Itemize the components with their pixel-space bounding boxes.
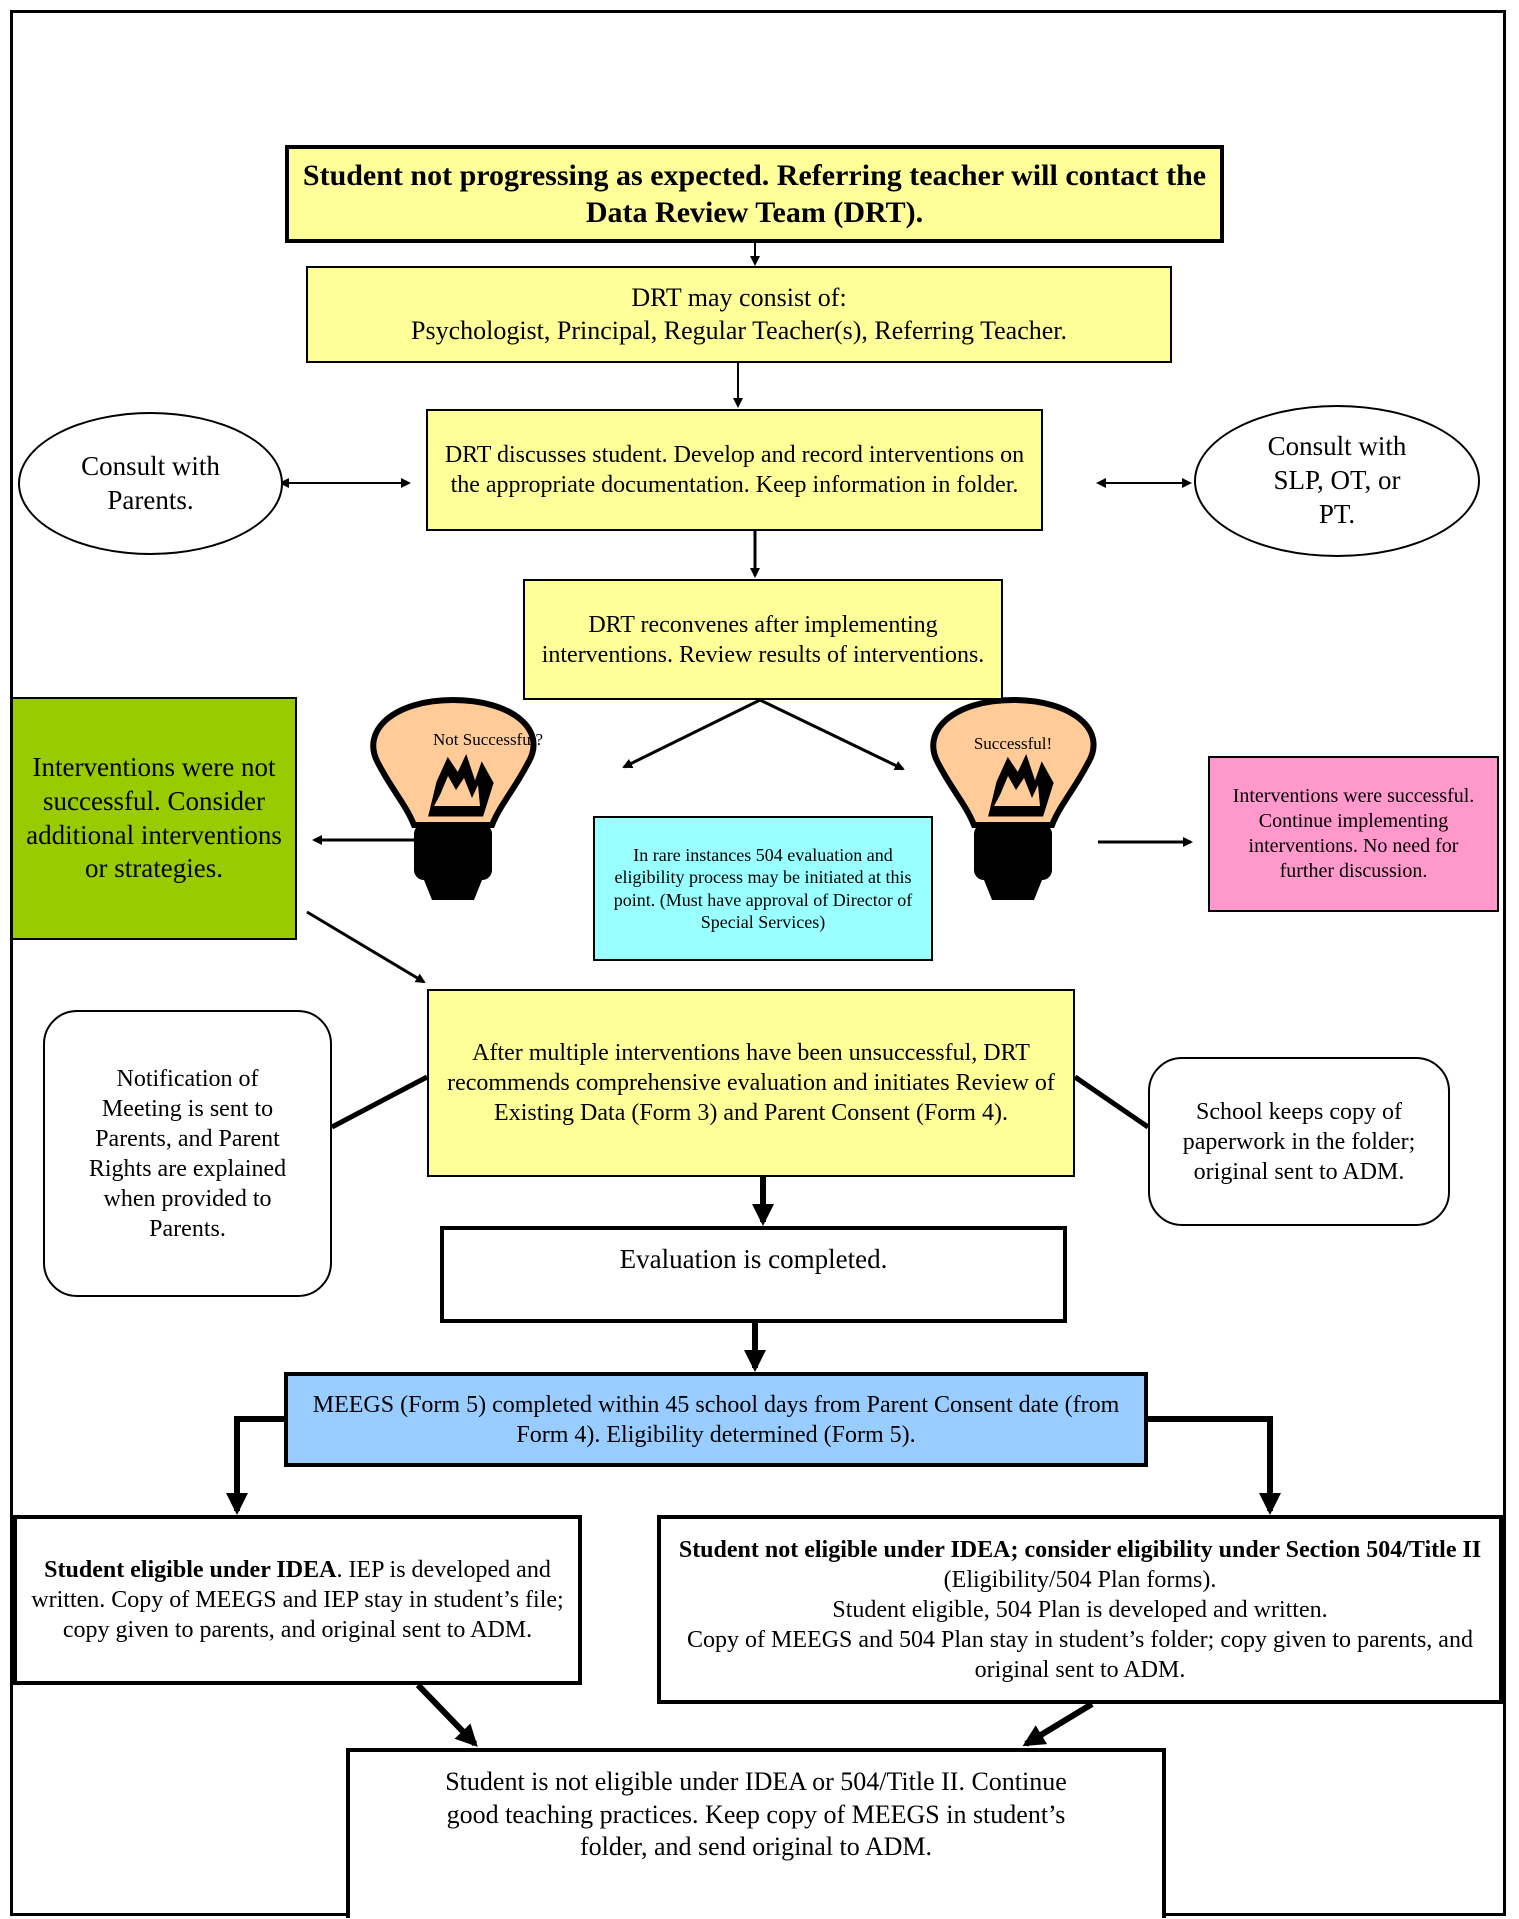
- school-copy-text: School keeps copy of paperwork in the fo…: [1182, 1098, 1416, 1185]
- comprehensive-box: After multiple interventions have been u…: [427, 989, 1075, 1177]
- idea-eligible-bold: Student eligible under IDEA: [44, 1557, 337, 1583]
- comprehensive-text: After multiple interventions have been u…: [447, 1040, 1055, 1126]
- not-idea-text: Student not eligible under IDEA; conside…: [661, 1535, 1499, 1685]
- evaluation-box: Evaluation is completed.: [440, 1226, 1067, 1323]
- line-comprehensive-to-school-copy: [1073, 1074, 1150, 1130]
- drt-members-line2: Psychologist, Principal, Regular Teacher…: [410, 315, 1068, 345]
- start-text: Student not progressing as expected. Ref…: [302, 158, 1207, 230]
- meegs-box: MEEGS (Form 5) completed within 45 schoo…: [284, 1372, 1148, 1467]
- not-successful-bulb-icon: [370, 696, 537, 900]
- not-idea-rest-3: Copy of MEEGS and 504 Plan stay in stude…: [687, 1626, 1473, 1683]
- reconvene-text: DRT reconvenes after implementing interv…: [541, 611, 985, 668]
- consult-slp-text: Consult with SLP, OT, or PT.: [1267, 431, 1407, 529]
- arrow-meegs-to-idea: [226, 1416, 284, 1515]
- arrow-not-idea-to-not-eligible: [1022, 1701, 1094, 1747]
- drt-members-box: DRT may consist of: Psychologist, Princi…: [306, 266, 1172, 363]
- not-successful-box: Interventions were not successful. Consi…: [11, 697, 297, 940]
- successful-text: Interventions were successful. Continue …: [1232, 785, 1475, 882]
- start-box: Student not progressing as expected. Ref…: [285, 145, 1224, 243]
- idea-eligible-text: Student eligible under IDEA. IEP is deve…: [17, 1555, 578, 1645]
- not-eligible-box: Student is not eligible under IDEA or 50…: [346, 1748, 1166, 1918]
- notification-text: Notification of Meeting is sent to Paren…: [88, 1065, 287, 1242]
- rare-504-box: In rare instances 504 evaluation and eli…: [593, 816, 933, 961]
- evaluation-text: Evaluation is completed.: [619, 1243, 888, 1274]
- school-copy-box: School keeps copy of paperwork in the fo…: [1148, 1057, 1450, 1226]
- arrow-reconvene-to-not-successful: [622, 698, 761, 769]
- idea-eligible-rest: . IEP is developed and written. Copy of …: [31, 1557, 564, 1643]
- not-idea-bold: Student not eligible under IDEA; conside…: [678, 1536, 1482, 1563]
- discuss-text: DRT discusses student. Develop and recor…: [444, 442, 1025, 498]
- idea-eligible-box: Student eligible under IDEA. IEP is deve…: [13, 1515, 582, 1685]
- arrow-meegs-to-not-idea: [1146, 1416, 1281, 1515]
- successful-bulb-icon: [930, 696, 1097, 900]
- successful-bulb-label: Successful!: [973, 734, 1053, 753]
- arrow-reconvene-to-successful: [759, 698, 905, 771]
- not-successful-text: Interventions were not successful. Consi…: [26, 752, 282, 884]
- not-idea-rest-2: Student eligible, 504 Plan is developed …: [832, 1596, 1328, 1623]
- reconvene-box: DRT reconvenes after implementing interv…: [523, 579, 1003, 700]
- arrow-idea-to-not-eligible: [415, 1682, 478, 1747]
- not-successful-bulb-label: Not Successful?: [432, 730, 543, 749]
- successful-box: Interventions were successful. Continue …: [1208, 756, 1499, 912]
- notification-box: Notification of Meeting is sent to Paren…: [43, 1010, 332, 1297]
- not-idea-rest-1: (Eligibility/504 Plan forms).: [943, 1566, 1217, 1593]
- consult-slp-oval: Consult with SLP, OT, or PT.: [1194, 405, 1480, 557]
- drt-members-line1: DRT may consist of:: [631, 283, 847, 312]
- consult-parents-text: Consult with Parents.: [81, 450, 220, 515]
- discuss-box: DRT discusses student. Develop and recor…: [426, 409, 1043, 531]
- arrow-green-to-comprehensive: [306, 910, 426, 984]
- line-notification-to-comprehensive: [330, 1074, 429, 1130]
- not-idea-box: Student not eligible under IDEA; conside…: [657, 1515, 1503, 1704]
- not-eligible-text: Student is not eligible under IDEA or 50…: [445, 1767, 1067, 1861]
- consult-parents-oval: Consult with Parents.: [18, 412, 283, 555]
- rare-504-text: In rare instances 504 evaluation and eli…: [613, 844, 913, 933]
- meegs-text: MEEGS (Form 5) completed within 45 schoo…: [312, 1391, 1120, 1448]
